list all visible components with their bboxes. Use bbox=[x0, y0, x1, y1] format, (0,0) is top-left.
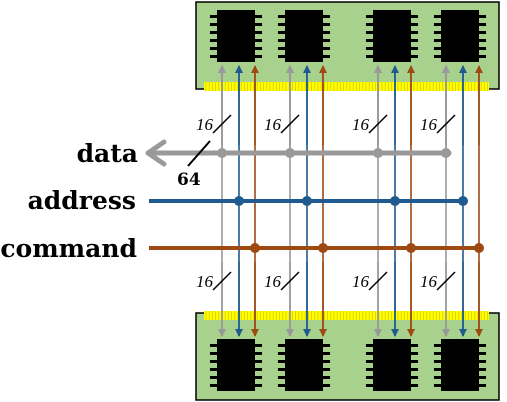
data-bus-width-slash bbox=[187, 140, 211, 167]
address-junction-4 bbox=[458, 196, 468, 206]
top-chip-2 bbox=[278, 10, 330, 62]
top-lane-width-label-1: 16 bbox=[196, 115, 214, 134]
memory-chip-icon bbox=[441, 10, 479, 62]
data-junction-2 bbox=[285, 148, 295, 158]
bottom-lane-width-label-2: 16 bbox=[264, 272, 282, 291]
command-junction-1 bbox=[250, 243, 260, 253]
top-lane-width-slash-1 bbox=[212, 114, 232, 134]
memory-chip-icon bbox=[373, 10, 411, 62]
data-junction-3 bbox=[373, 148, 383, 158]
address-junction-1 bbox=[234, 196, 244, 206]
address-junction-2 bbox=[302, 196, 312, 206]
bottom-lane-width-slash-3 bbox=[368, 271, 388, 291]
top-chip-3 bbox=[366, 10, 418, 62]
bus-width-marks: 16 16 16 16 16 16 16 16 bbox=[196, 114, 456, 291]
address-bus-label: address bbox=[28, 186, 136, 215]
command-junction-2 bbox=[318, 243, 328, 253]
data-bus-width-label: 64 bbox=[177, 170, 201, 190]
memory-chip-icon bbox=[217, 339, 255, 391]
bottom-lane-width-label-1: 16 bbox=[196, 272, 214, 291]
memory-chip-icon bbox=[373, 339, 411, 391]
bottom-chip-3 bbox=[366, 339, 418, 391]
bottom-chip-1 bbox=[210, 339, 262, 391]
top-lane-width-label-2: 16 bbox=[264, 115, 282, 134]
command-junction-4 bbox=[474, 243, 484, 253]
command-bus-label: command bbox=[0, 234, 137, 263]
data-junction-4 bbox=[441, 148, 451, 158]
bottom-module-connector bbox=[204, 311, 489, 320]
top-lane-width-slash-4 bbox=[436, 114, 456, 134]
top-lane-width-label-4: 16 bbox=[420, 115, 438, 134]
bottom-lane-width-label-4: 16 bbox=[420, 272, 438, 291]
bottom-lane-width-slash-4 bbox=[436, 271, 456, 291]
memory-chip-icon bbox=[285, 339, 323, 391]
bottom-chip-4 bbox=[434, 339, 486, 391]
data-bus-arrowhead bbox=[145, 139, 167, 167]
bottom-module-chips bbox=[210, 339, 486, 391]
memory-chip-icon bbox=[217, 10, 255, 62]
top-chip-4 bbox=[434, 10, 486, 62]
data-bus-label: data bbox=[77, 139, 138, 168]
top-module bbox=[195, 1, 500, 91]
command-junction-3 bbox=[406, 243, 416, 253]
top-lane-width-slash-3 bbox=[368, 114, 388, 134]
top-chip-1 bbox=[210, 10, 262, 62]
bottom-chip-2 bbox=[278, 339, 330, 391]
top-module-chips bbox=[210, 10, 486, 62]
address-junction-3 bbox=[390, 196, 400, 206]
bottom-module bbox=[195, 311, 500, 401]
memory-chip-icon bbox=[441, 339, 479, 391]
bottom-lane-width-label-3: 16 bbox=[352, 272, 370, 291]
bus-junctions bbox=[217, 148, 484, 253]
top-lane-width-slash-2 bbox=[280, 114, 300, 134]
memory-chip-icon bbox=[285, 10, 323, 62]
bottom-lane-width-slash-1 bbox=[212, 271, 232, 291]
top-lane-width-label-3: 16 bbox=[352, 115, 370, 134]
bottom-lane-width-slash-2 bbox=[280, 271, 300, 291]
data-junction-1 bbox=[217, 148, 227, 158]
top-module-connector bbox=[204, 82, 489, 91]
